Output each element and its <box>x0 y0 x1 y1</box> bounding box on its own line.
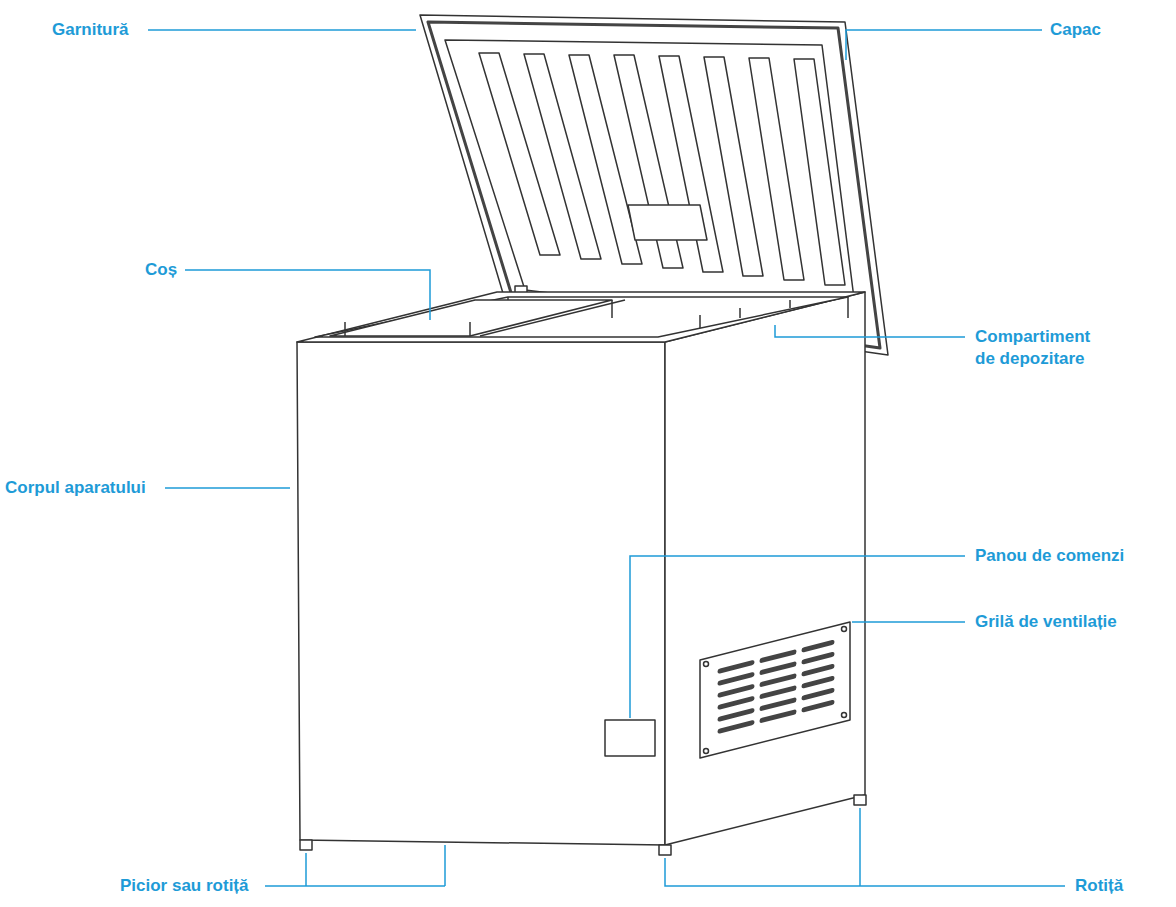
leader-lines <box>148 30 1065 886</box>
part-label: Rotiță <box>1075 875 1123 897</box>
part-label: Corpul aparatului <box>5 477 146 499</box>
part-label: Compartiment de depozitare <box>975 326 1110 370</box>
part-label: Picior sau rotiță <box>120 875 248 897</box>
part-label: Capac <box>1050 19 1101 41</box>
part-label: Garnitură <box>52 19 129 41</box>
part-label: Panou de comenzi <box>975 545 1124 567</box>
part-label: Grilă de ventilație <box>975 611 1117 633</box>
part-label: Coș <box>145 259 177 281</box>
